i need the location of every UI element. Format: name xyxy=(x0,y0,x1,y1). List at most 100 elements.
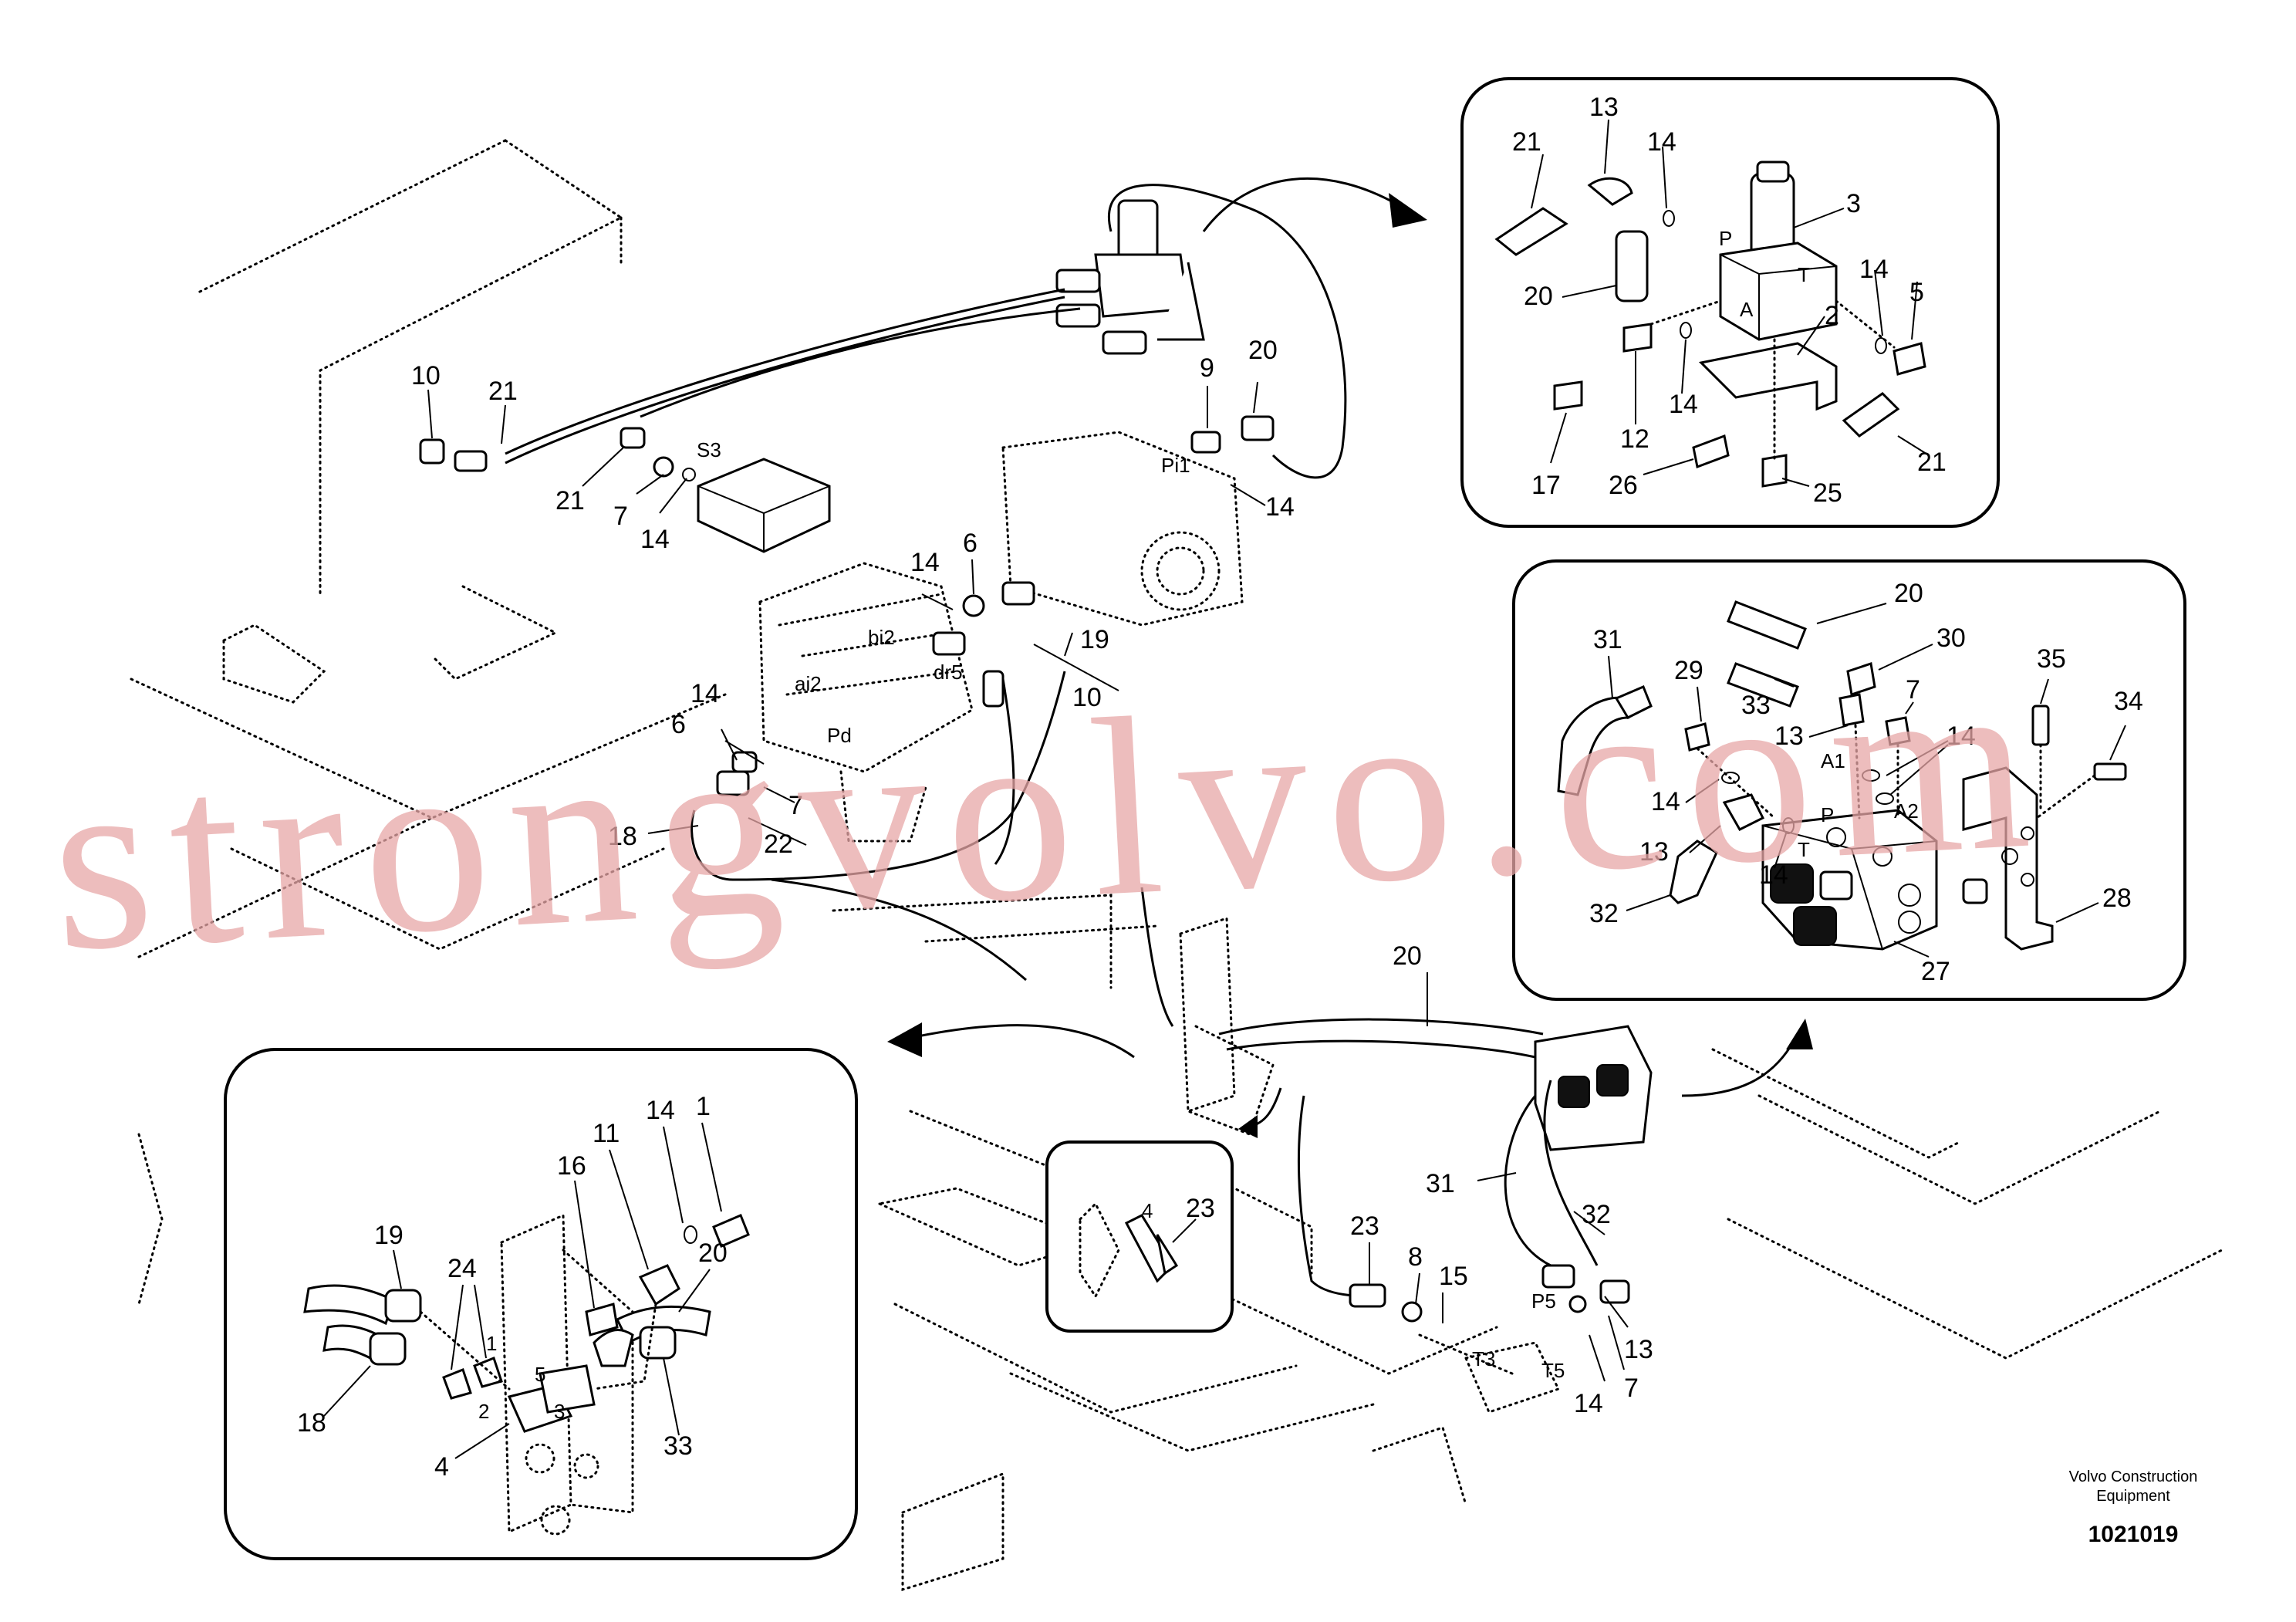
callout-20: 20 xyxy=(698,1238,728,1268)
swivel-joint xyxy=(1179,916,1275,1136)
callout-1: 1 xyxy=(696,1092,711,1121)
callout-9: 9 xyxy=(1200,353,1214,383)
callout-13: 13 xyxy=(1624,1335,1653,1364)
callout-11: 11 xyxy=(593,1119,620,1148)
callout-30: 30 xyxy=(1936,623,1966,653)
port-a1: A1 xyxy=(1821,749,1845,772)
travel-motor xyxy=(1001,431,1244,627)
callout-4: 4 xyxy=(434,1452,449,1482)
callout-6: 6 xyxy=(963,529,977,558)
port-t: T xyxy=(1798,838,1810,861)
callout-14: 14 xyxy=(1265,492,1295,522)
callout-26: 26 xyxy=(1609,471,1638,500)
port-t3: T3 xyxy=(1472,1347,1495,1370)
callout-20: 20 xyxy=(1524,282,1553,311)
callout-7: 7 xyxy=(1906,675,1920,705)
callout-21: 21 xyxy=(488,377,518,406)
port-a: A xyxy=(1740,298,1754,321)
callout-19: 19 xyxy=(374,1221,403,1250)
port-t: T xyxy=(1798,263,1810,286)
direction-arrows xyxy=(887,177,1813,1138)
callout-14: 14 xyxy=(1947,721,1976,751)
inset-top-right: 21 13 14 3 20 2 14 5 14 12 17 26 25 21 P… xyxy=(1460,77,2000,528)
callout-29: 29 xyxy=(1674,656,1703,685)
callout-23: 23 xyxy=(1350,1211,1379,1241)
callout-23: 23 xyxy=(1186,1194,1215,1223)
main-callouts: 10 21 21 7 14 9 20 14 14 6 19 10 14 6 7 … xyxy=(411,336,1653,1418)
callout-14: 14 xyxy=(1651,787,1680,816)
port-dr5: dr5 xyxy=(934,661,963,684)
brand-line-2: Equipment xyxy=(2096,1488,2170,1505)
callout-16: 16 xyxy=(557,1151,586,1181)
port-p5: P5 xyxy=(1531,1289,1556,1313)
callout-31: 31 xyxy=(1593,625,1622,654)
callout-6: 6 xyxy=(671,710,686,739)
main-fittings xyxy=(419,415,1630,1414)
callout-20: 20 xyxy=(1393,941,1422,971)
callout-14: 14 xyxy=(1647,127,1676,157)
callout-22: 22 xyxy=(764,830,793,859)
callout-20: 20 xyxy=(1248,336,1278,365)
main-leaders xyxy=(427,381,1629,1382)
hoses xyxy=(505,184,1599,1298)
drawing-number: 1021019 xyxy=(2088,1522,2179,1547)
callout-28: 28 xyxy=(2102,884,2132,913)
port-pd: Pd xyxy=(827,724,852,747)
callout-12: 12 xyxy=(1620,424,1649,454)
port-s3: S3 xyxy=(697,438,721,461)
port-4: 4 xyxy=(1142,1199,1153,1222)
callout-8: 8 xyxy=(1408,1242,1423,1272)
port-bi2: bi2 xyxy=(868,626,895,649)
callout-32: 32 xyxy=(1589,899,1619,928)
callout-13: 13 xyxy=(1589,93,1619,122)
callout-14: 14 xyxy=(1574,1389,1603,1418)
callout-25: 25 xyxy=(1813,478,1842,508)
callout-7: 7 xyxy=(788,791,803,820)
inset-bottom-left: 1 14 11 16 19 24 20 18 33 4 1 5 3 2 xyxy=(224,1048,858,1560)
callout-33: 33 xyxy=(1741,691,1771,720)
port-t5: T5 xyxy=(1541,1359,1565,1382)
inset-small: 23 4 xyxy=(1045,1140,1234,1333)
callout-10: 10 xyxy=(1072,683,1102,712)
port-2: 2 xyxy=(478,1400,489,1423)
callout-24: 24 xyxy=(447,1254,477,1283)
callout-19: 19 xyxy=(1080,625,1109,654)
callout-10: 10 xyxy=(411,361,441,390)
callout-18: 18 xyxy=(608,822,637,851)
callout-14: 14 xyxy=(1759,860,1788,890)
callout-14: 14 xyxy=(1669,390,1698,419)
callout-17: 17 xyxy=(1531,471,1561,500)
control-valve-block xyxy=(758,562,974,843)
callout-2: 2 xyxy=(1825,301,1839,330)
port-ai2: ai2 xyxy=(795,672,822,695)
callout-7: 7 xyxy=(613,502,628,531)
s3-block xyxy=(697,458,831,553)
callout-14: 14 xyxy=(1859,255,1889,284)
port-5: 5 xyxy=(535,1363,545,1386)
port-a2: A2 xyxy=(1894,799,1919,823)
machine-frame-outline xyxy=(130,139,2223,1592)
callout-5: 5 xyxy=(1909,278,1924,307)
callout-27: 27 xyxy=(1921,957,1950,986)
port-p: P xyxy=(1821,803,1834,826)
callout-21: 21 xyxy=(1917,448,1947,477)
callout-13: 13 xyxy=(1639,837,1669,867)
callout-20: 20 xyxy=(1894,579,1923,608)
port-pi1: Pi1 xyxy=(1161,454,1190,477)
callout-35: 35 xyxy=(2037,644,2066,674)
main-port-labels: S3 Pi1 bi2 ai2 dr5 Pd P5 T3 T5 xyxy=(697,438,1565,1382)
port-1: 1 xyxy=(486,1332,497,1355)
callout-32: 32 xyxy=(1582,1200,1611,1229)
callout-21: 21 xyxy=(555,486,585,515)
callout-14: 14 xyxy=(640,525,670,554)
inset-right: 20 31 29 33 30 35 7 13 34 14 14 13 14 32… xyxy=(1512,559,2186,1001)
callout-14: 14 xyxy=(910,548,940,577)
callout-31: 31 xyxy=(1426,1169,1455,1198)
title-block: Volvo Construction Equipment 1021019 xyxy=(2069,1468,2198,1547)
callout-3: 3 xyxy=(1846,189,1861,218)
callout-13: 13 xyxy=(1774,721,1804,751)
solenoid-valve-top xyxy=(1055,199,1205,355)
brand-line-1: Volvo Construction xyxy=(2069,1468,2198,1485)
callout-33: 33 xyxy=(663,1431,693,1461)
